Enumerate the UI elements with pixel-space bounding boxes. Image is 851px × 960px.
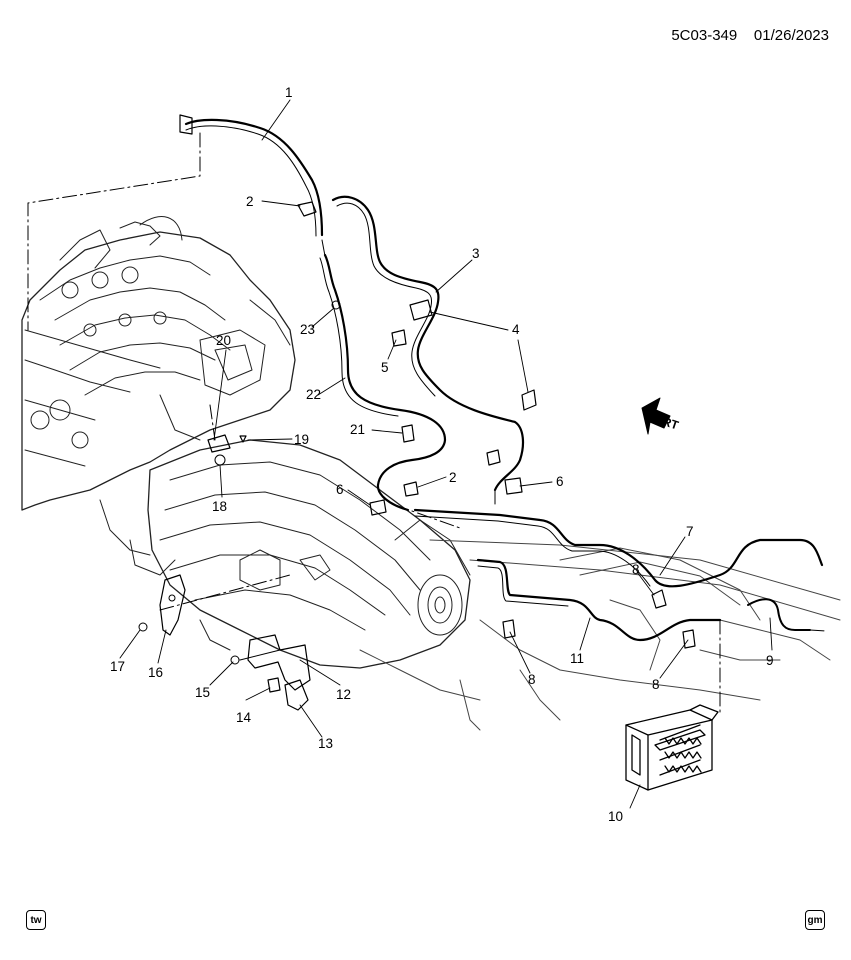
callout-13: 13 xyxy=(318,736,334,751)
callout-11: 11 xyxy=(570,651,585,666)
gm-logo: gm xyxy=(805,910,825,930)
callout-4: 4 xyxy=(512,322,520,337)
document-date: 01/26/2023 xyxy=(753,27,829,44)
callout-1: 1 xyxy=(285,85,293,100)
callout-6-left: 6 xyxy=(336,482,344,497)
evap-pipe-middle xyxy=(323,253,447,512)
engine-assembly xyxy=(21,216,296,576)
document-id: 5C03-349 xyxy=(671,27,738,44)
transmission-assembly xyxy=(147,439,471,669)
callout-8-right: 8 xyxy=(652,677,660,692)
evap-pipe-9 xyxy=(747,598,811,631)
callout-21: 21 xyxy=(350,422,366,437)
callout-8-upper: 8 xyxy=(632,562,640,577)
callout-20: 20 xyxy=(216,333,232,348)
callout-23: 23 xyxy=(300,322,316,337)
callout-5: 5 xyxy=(381,360,389,375)
callout-8-middle: 8 xyxy=(528,672,536,687)
callout-7: 7 xyxy=(686,524,694,539)
callout-12: 12 xyxy=(336,687,352,702)
front-arrow-icon xyxy=(641,397,671,435)
callout-2-lower: 2 xyxy=(449,470,457,485)
tw-badge: tw xyxy=(26,910,46,930)
bracket-16 xyxy=(159,574,186,636)
evap-pipe-11 xyxy=(476,558,722,642)
callout-22: 22 xyxy=(306,387,322,402)
evap-pipe-upper xyxy=(331,195,525,492)
evap-canister xyxy=(625,704,719,791)
callout-6-right: 6 xyxy=(556,474,564,489)
callout-2-upper: 2 xyxy=(246,194,254,209)
bracket-13 xyxy=(284,679,309,711)
bracket-12 xyxy=(247,634,311,691)
vent-pipe xyxy=(184,118,324,237)
evap-pipe-7 xyxy=(413,508,824,588)
callout-9: 9 xyxy=(766,653,774,668)
clip-14 xyxy=(267,677,281,693)
document-reference: 5C03-349 01/26/2023 xyxy=(671,27,829,44)
callout-14: 14 xyxy=(236,710,252,725)
callout-17: 17 xyxy=(110,659,126,674)
callout-10: 10 xyxy=(608,809,624,824)
vehicle-frame xyxy=(359,539,841,731)
callout-15: 15 xyxy=(195,685,211,700)
callout-18: 18 xyxy=(212,499,228,514)
callout-19: 19 xyxy=(294,432,310,447)
callout-3: 3 xyxy=(472,246,480,261)
callout-16: 16 xyxy=(148,665,164,680)
